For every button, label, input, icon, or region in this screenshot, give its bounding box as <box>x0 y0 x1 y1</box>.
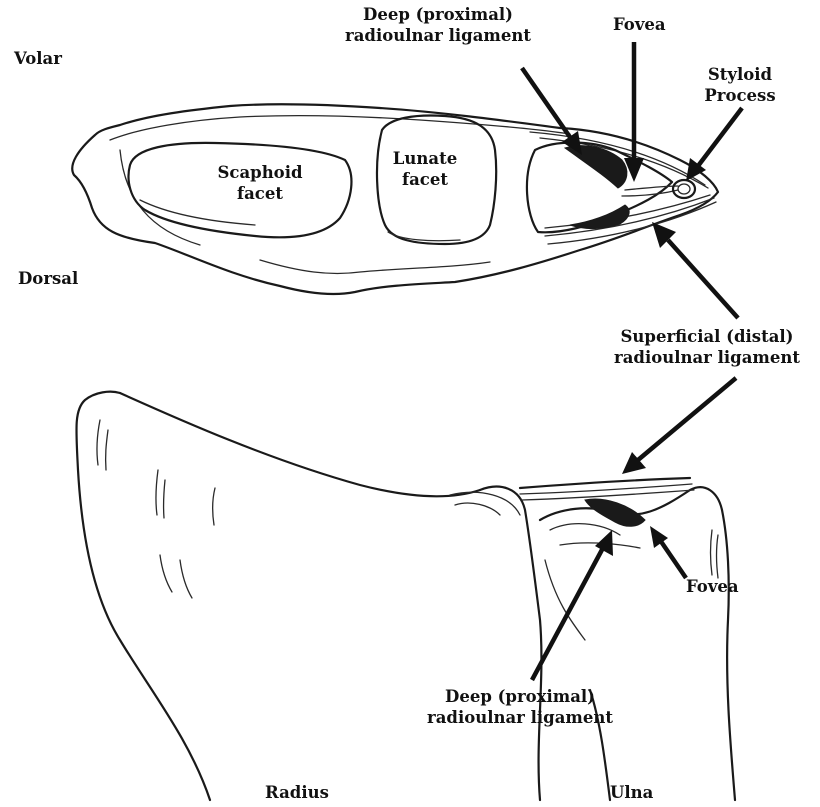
label-styloid-line1: Styloid <box>690 64 790 85</box>
label-deep-ligament-top: Deep (proximal) radioulnar ligament <box>318 4 558 46</box>
label-lunate-line2: facet <box>380 169 470 190</box>
label-superficial-line2: radioulnar ligament <box>596 347 818 368</box>
label-deep-bottom-line1: Deep (proximal) <box>400 686 640 707</box>
ulna-outline <box>540 487 735 800</box>
styloid-process-tip <box>673 180 695 198</box>
label-superficial-ligament: Superficial (distal) radioulnar ligament <box>596 326 818 368</box>
radius-outline <box>72 104 718 294</box>
label-styloid-process: Styloid Process <box>690 64 790 106</box>
label-deep-ligament-bottom: Deep (proximal) radioulnar ligament <box>400 686 640 728</box>
arrow-superficial-bottom <box>638 378 736 460</box>
arrow-styloid <box>698 108 742 166</box>
label-styloid-line2: Process <box>690 85 790 106</box>
label-lunate-line1: Lunate <box>380 148 470 169</box>
label-volar: Volar <box>14 48 62 69</box>
label-deep-top-line2: radioulnar ligament <box>318 25 558 46</box>
label-dorsal: Dorsal <box>18 268 78 289</box>
label-scaphoid-facet: Scaphoid facet <box>205 162 315 204</box>
label-fovea-top: Fovea <box>613 14 666 35</box>
label-fovea-bottom: Fovea <box>686 576 739 597</box>
label-scaphoid-line2: facet <box>205 183 315 204</box>
label-radius: Radius <box>265 782 329 803</box>
label-ulna: Ulna <box>610 782 653 803</box>
arrow-fovea-bottom <box>660 540 686 578</box>
label-superficial-line1: Superficial (distal) <box>596 326 818 347</box>
label-lunate-facet: Lunate facet <box>380 148 470 190</box>
radius-articular-surface <box>72 104 718 294</box>
label-scaphoid-line1: Scaphoid <box>205 162 315 183</box>
label-deep-bottom-line2: radioulnar ligament <box>400 707 640 728</box>
arrow-deep-ligament-bottom <box>532 546 604 680</box>
arrow-superficial-top <box>668 240 738 318</box>
deep-ligament-shading-bottom <box>585 499 645 526</box>
radius-ulna-coronal <box>76 392 735 800</box>
label-deep-top-line1: Deep (proximal) <box>318 4 558 25</box>
